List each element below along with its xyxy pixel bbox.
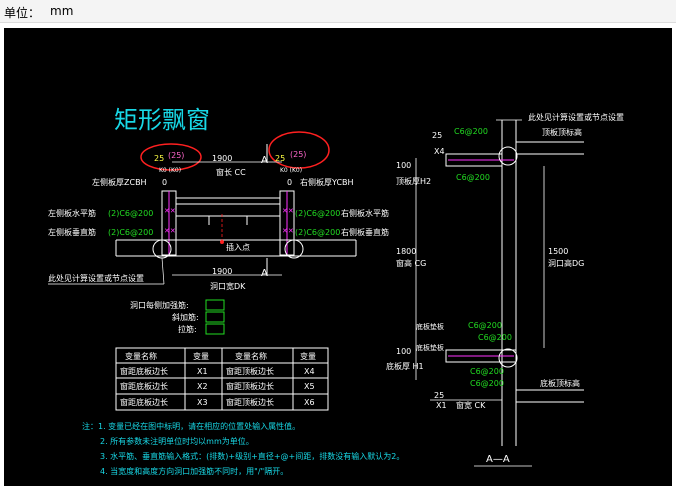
- window-dim-label: 窗长 CC: [216, 167, 246, 177]
- bottom-section-node: [498, 348, 518, 368]
- rebar-bot-4: C6@200: [470, 379, 504, 388]
- left-v-rebar-label: 左侧板垂直筋: [48, 227, 96, 237]
- table-cell: 窗距顶板边长: [226, 397, 274, 407]
- small-label-2: 底板垫板: [416, 343, 444, 352]
- table-header: 变量: [300, 351, 316, 361]
- section-mark-bottom: A: [261, 268, 268, 279]
- rebar-bot-1: C6@200: [468, 321, 502, 330]
- left-k-sub: K0 (K0): [159, 167, 181, 174]
- variable-table: 变量名称 变量 变量名称 变量 窗距底板边长 X1 窗距顶板边长 X4 窗距底板…: [115, 347, 329, 411]
- bot-plate-label: 底板顶标高: [540, 378, 580, 388]
- left-k-value: 25: [154, 154, 164, 163]
- table-cell: 窗距顶板边长: [226, 366, 274, 376]
- table-cell: X1: [197, 367, 208, 376]
- x4-label: X4: [434, 147, 445, 156]
- bot-thick-label: 底板厚 H1: [386, 361, 424, 371]
- drawing-svg: 矩形飘窗 25 (25) K0 (K0) 25 (25) K0 (K0) A 1…: [48, 106, 624, 476]
- note-2: 2. 所有参数未注明单位时均以mm为单位。: [100, 436, 254, 446]
- table-cell: X2: [197, 382, 208, 391]
- table-cell: 窗距底板边长: [120, 397, 168, 407]
- reinf-input-1[interactable]: [205, 299, 225, 311]
- reinf-label-1: 洞口每侧加强筋:: [130, 300, 189, 310]
- right-rebar-marks-2: ✕✕: [282, 227, 294, 235]
- node-note-leader-2: [161, 257, 165, 285]
- reinf-input-3[interactable]: [205, 323, 225, 335]
- right-k-paren: (25): [290, 150, 306, 159]
- note-4: 4. 当宽度和高度方向洞口加强筋不同时，用"/"隔开。: [100, 466, 288, 476]
- window-h-val: 1800: [396, 247, 416, 256]
- opening-dim-label: 洞口宽DK: [210, 281, 246, 291]
- left-k-paren: (25): [168, 151, 184, 160]
- unit-label: 单位：: [4, 6, 41, 20]
- left-rebar-marks: ✕✕: [164, 207, 176, 215]
- section-mark-top: A: [261, 155, 268, 166]
- left-thick-val: 0: [162, 178, 167, 187]
- reinf-label-2: 斜加筋:: [172, 312, 199, 322]
- window-dim-value: 1900: [212, 154, 232, 163]
- right-h-rebar-label: 右侧板水平筋: [341, 208, 389, 218]
- drawing-canvas: 矩形飘窗 25 (25) K0 (K0) 25 (25) K0 (K0) A 1…: [4, 28, 672, 486]
- unit-bar: 单位： mm: [0, 0, 676, 23]
- opening-h-val: 1500: [548, 247, 568, 256]
- reinf-label-3: 拉筋:: [178, 324, 197, 334]
- insert-point-label: 插入点: [226, 242, 250, 252]
- table-header: 变量名称: [235, 351, 267, 361]
- note-3: 3. 水平筋、垂直筋输入格式：(排数)+级别+直径+@+间距，排数没有输入默认为…: [100, 451, 404, 461]
- window-width-label: 窗宽 CK: [456, 400, 486, 410]
- right-thick-label: 右侧板厚YCBH: [300, 177, 354, 187]
- rebar-bot-2: C6@200: [478, 333, 512, 342]
- right-k-value: 25: [275, 154, 285, 163]
- rebar-top-2: C6@200: [456, 173, 490, 182]
- left-rebar-marks-2: ✕✕: [164, 227, 176, 235]
- bot-thick-val: 100: [396, 347, 411, 356]
- left-thick-label: 左侧板厚ZCBH: [92, 177, 147, 187]
- table-cell: 窗距顶板边长: [226, 381, 274, 391]
- opening-h-label: 洞口高DG: [548, 258, 584, 268]
- right-thick-val: 0: [287, 178, 292, 187]
- note-1: 注：1. 变量已经在图中标明，请在相应的位置处输入属性值。: [82, 421, 300, 431]
- rebar-bot-3: C6@200: [470, 367, 504, 376]
- table-cell: X3: [197, 398, 208, 407]
- right-rebar-marks: ✕✕: [282, 207, 294, 215]
- top-thick-label: 顶板厚H2: [396, 176, 431, 186]
- dim-25-top: 25: [432, 131, 442, 140]
- table-header: 变量: [193, 351, 209, 361]
- unit-value: mm: [50, 4, 74, 18]
- table-cell: 窗距底板边长: [120, 381, 168, 391]
- right-k-highlight: [268, 131, 330, 169]
- top-plate-label: 顶板顶标高: [542, 127, 582, 137]
- dim-25-bot: 25: [434, 391, 444, 400]
- x1-label: X1: [436, 401, 447, 410]
- left-v-rebar-val: (2)C6@200: [108, 228, 153, 237]
- insert-point-marker: [220, 240, 224, 244]
- reinf-input-2[interactable]: [205, 311, 225, 323]
- right-node-circle: [284, 239, 304, 259]
- right-v-rebar-label: 右侧板垂直筋: [341, 227, 389, 237]
- table-cell: X4: [304, 367, 315, 376]
- node-note: 此处见计算设置或节点设置: [48, 273, 144, 283]
- left-k-highlight: [140, 143, 202, 171]
- top-section-node: [498, 146, 518, 166]
- window-h-label: 窗高 CG: [396, 258, 426, 268]
- left-h-rebar-label: 左侧板水平筋: [48, 208, 96, 218]
- small-label-1: 底板垫板: [416, 322, 444, 331]
- right-h-rebar-val: (2)C6@200: [295, 209, 340, 218]
- rebar-top-1: C6@200: [454, 127, 488, 136]
- top-thick-val: 100: [396, 161, 411, 170]
- diagram-title: 矩形飘窗: [114, 106, 210, 134]
- left-h-rebar-val: (2)C6@200: [108, 209, 153, 218]
- table-header: 变量名称: [125, 351, 157, 361]
- opening-dim-value: 1900: [212, 267, 232, 276]
- section-name: A—A: [486, 454, 510, 465]
- bottom-window-slab: [445, 349, 517, 363]
- table-cell: X6: [304, 398, 315, 407]
- table-cell: X5: [304, 382, 315, 391]
- right-k-sub: K0 (K0): [280, 167, 302, 174]
- top-node-note: 此处见计算设置或节点设置: [528, 112, 624, 122]
- table-cell: 窗距底板边长: [120, 366, 168, 376]
- right-v-rebar-val: (2)C6@200: [295, 228, 340, 237]
